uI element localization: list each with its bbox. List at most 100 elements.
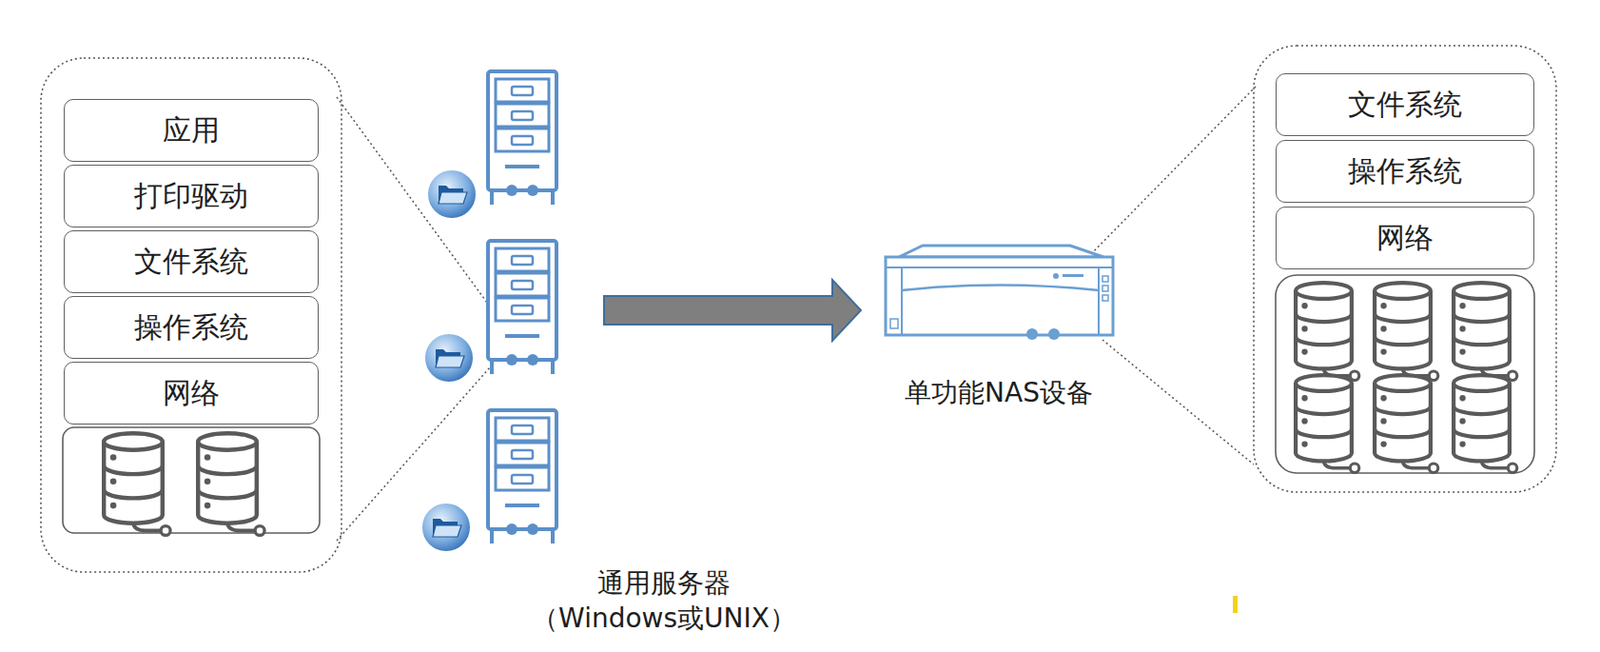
- nas-device-part: [885, 256, 1113, 335]
- disk-icon-part: [1374, 291, 1431, 370]
- server-icon-part: [526, 353, 539, 366]
- disk-icon-part: [1301, 348, 1308, 354]
- layer-box: 打印驱动: [63, 164, 319, 228]
- flow-arrow: [604, 279, 861, 341]
- disk-icon-part: [197, 489, 257, 499]
- nas-device-part: [898, 245, 1104, 257]
- disk-icon-part: [1374, 374, 1431, 391]
- disk-icon-part: [1459, 348, 1465, 354]
- disk-icon-part: [103, 432, 163, 450]
- server-icon-part: [487, 71, 557, 191]
- server-icon-part: [487, 240, 557, 360]
- disk-icon-part: [103, 465, 163, 474]
- disk-icon-part: [1301, 394, 1308, 401]
- disk-icon-part: [204, 453, 212, 461]
- disk-icon-part: [1380, 302, 1386, 309]
- disk-icon-part: [1403, 460, 1429, 468]
- server-icon-part: [495, 297, 549, 321]
- server-icon-part: [505, 503, 540, 508]
- disk-icon-part: [1428, 370, 1438, 380]
- nas-device-part: [900, 267, 903, 335]
- disk-icon-part: [1482, 460, 1508, 468]
- disk-icon-part: [1295, 313, 1352, 322]
- layer-label: 文件系统: [134, 244, 249, 279]
- nas-device-part: [1097, 267, 1100, 335]
- disk-icon-part: [227, 523, 255, 531]
- disk-icon-part: [197, 465, 257, 474]
- disk-icon-part: [1374, 336, 1431, 345]
- server-icon-part: [487, 409, 557, 529]
- disk-icon-part: [1459, 440, 1465, 447]
- nas-device-part: [890, 318, 898, 329]
- server-icon-part: [491, 357, 553, 362]
- server-icon-part: [511, 255, 533, 265]
- disk-icon-part: [204, 478, 212, 486]
- server-icon-part: [506, 353, 518, 366]
- nas-device-part: [1102, 285, 1109, 292]
- disk-icon-part: [1453, 406, 1510, 414]
- disk-icon-part: [103, 489, 163, 499]
- disk-icon-part: [1324, 460, 1350, 468]
- device-caption: 单功能NAS设备: [856, 374, 1142, 410]
- server-icon-part: [495, 442, 549, 466]
- disk-icon-part: [1453, 429, 1510, 437]
- disk-icon-part: [160, 526, 171, 536]
- layer-box: 文件系统: [63, 230, 319, 293]
- layer-label: 操作系统: [134, 310, 249, 345]
- disk-icon-part: [1380, 440, 1386, 447]
- disk-icon-part: [1453, 383, 1510, 462]
- server-icon-part: [550, 190, 555, 205]
- server-icon: [487, 409, 557, 544]
- server-icon-part: [511, 136, 533, 145]
- disk-icon-part: [197, 432, 257, 450]
- folder-icon: [421, 502, 471, 552]
- server-icon-part: [489, 190, 494, 205]
- server-icon-part: [495, 467, 549, 490]
- layer-label: 网络: [1376, 220, 1434, 255]
- disk-icon-part: [1295, 406, 1352, 414]
- disk-icon-part: [1349, 370, 1359, 380]
- nas-device-part: [1062, 273, 1084, 277]
- disk-icon: [1295, 374, 1360, 472]
- server-icon-part: [511, 305, 533, 314]
- cursor-mark: [1232, 595, 1238, 613]
- folder-icon-part: [427, 169, 477, 219]
- disk-icon-part: [1453, 282, 1510, 299]
- disk-icon-part: [1459, 417, 1465, 424]
- server-icon-part: [489, 359, 494, 374]
- server-icon-part: [495, 78, 549, 102]
- server-icon-part: [550, 359, 555, 374]
- disk-icon-part: [1380, 417, 1386, 424]
- server-icon: [487, 240, 557, 374]
- disk-box: [62, 427, 320, 533]
- leader-line: [1084, 86, 1256, 261]
- disk-icon-part: [1453, 313, 1510, 322]
- disk-icon-part: [1459, 302, 1465, 309]
- server-icon-part: [550, 528, 555, 544]
- server-caption: 通用服务器 （Windows或UNIX）: [511, 565, 817, 636]
- server-icon-part: [495, 417, 549, 441]
- layer-label: 文件系统: [1347, 87, 1463, 122]
- nas-device-part: [1102, 275, 1109, 282]
- disk-icon-part: [1374, 383, 1431, 462]
- nas-device-part: [1048, 328, 1060, 340]
- server-icon: [487, 71, 557, 205]
- nas-device-part: [1102, 294, 1109, 301]
- server-icon-part: [491, 526, 553, 531]
- layer-label: 网络: [162, 375, 220, 410]
- nas-device-part: [1026, 328, 1038, 340]
- disk-icon-part: [1507, 370, 1517, 380]
- server-icon-part: [495, 273, 549, 296]
- disk-icon-part: [103, 441, 163, 524]
- server-icon-part: [526, 184, 539, 196]
- disk-icon-part: [254, 526, 265, 536]
- disk-icon-part: [1295, 429, 1352, 437]
- disk-icon-part: [1374, 406, 1431, 414]
- disk-icon: [1453, 374, 1518, 472]
- disk-icon-part: [1374, 282, 1431, 299]
- disk-icon-part: [1349, 463, 1359, 472]
- layer-box: 网络: [1275, 206, 1535, 270]
- disk-icon-part: [1301, 417, 1308, 424]
- folder-icon-part: [435, 355, 465, 368]
- disk-icon-part: [1295, 336, 1352, 345]
